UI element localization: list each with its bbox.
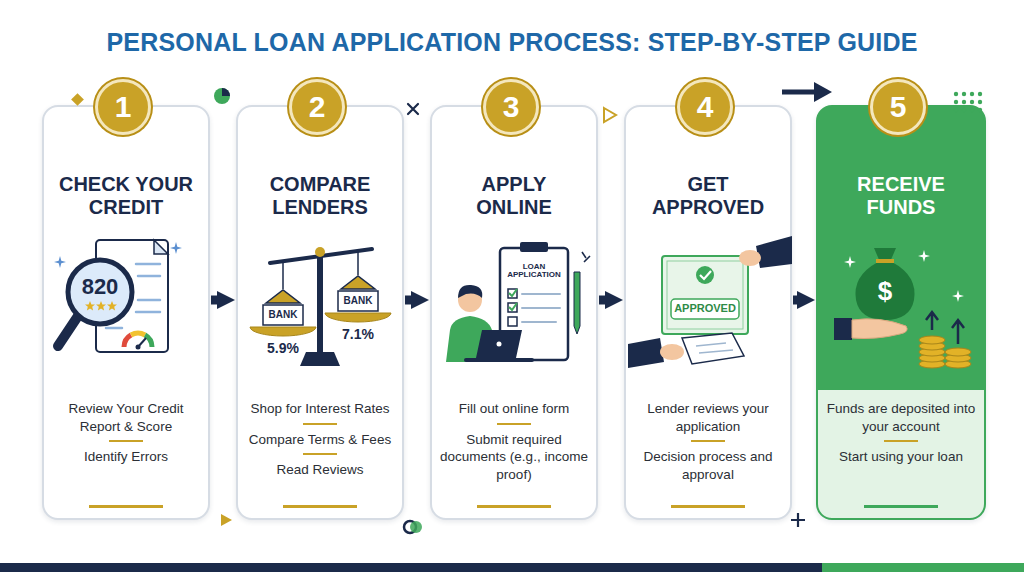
step-details: Review Your Credit Report & ScoreIdentif… (52, 400, 200, 466)
diagram-title: PERSONAL LOAN APPLICATION PROCESS: STEP-… (106, 28, 917, 57)
step-heading: RECEIVE FUNDS (832, 173, 970, 219)
step-card: 3APPLY ONLINEFill out online formSubmit … (430, 105, 598, 520)
step-details: Fill out online formSubmit required docu… (440, 400, 588, 483)
underline-bar (89, 505, 163, 508)
step-number: 1 (95, 79, 151, 135)
decoration (822, 563, 1024, 572)
step-number-text: 3 (503, 92, 520, 122)
step-heading: APPLY ONLINE (446, 173, 582, 219)
separator-rule (884, 440, 918, 442)
decoration (978, 100, 982, 104)
step-detail: Funds are deposited into your account (826, 400, 976, 435)
step-details: Lender reviews your applicationDecision … (634, 400, 782, 483)
decoration (970, 100, 974, 104)
step-heading: GET APPROVED (640, 173, 776, 219)
step-number-text: 2 (309, 92, 326, 122)
illustration-label: 820 (82, 275, 119, 298)
step-number: 3 (483, 79, 539, 135)
illustration-label: 7.1% (342, 327, 374, 342)
decoration (221, 514, 232, 526)
step-card: 2COMPARE LENDERSShop for Interest RatesC… (236, 105, 404, 520)
step-detail: Review Your Credit Report & Score (52, 400, 200, 435)
underline-bar (477, 505, 551, 508)
decoration (814, 82, 832, 102)
step-number: 2 (289, 79, 345, 135)
decoration (71, 93, 84, 106)
step-heading: CHECK YOUR CREDIT (58, 173, 194, 219)
step-arrow (211, 296, 225, 305)
illustration-label: 5.9% (267, 341, 299, 356)
decoration (978, 92, 982, 96)
step-details: Shop for Interest RatesCompare Terms & F… (246, 400, 394, 479)
step-arrow (405, 296, 419, 305)
decoration (222, 88, 230, 96)
decoration (962, 100, 966, 104)
illustration-label: APPROVED (674, 303, 736, 315)
illustration-label: $ (878, 278, 892, 305)
underline-bar (671, 505, 745, 508)
decoration (954, 92, 958, 96)
decoration (0, 82, 1024, 572)
step-detail: Compare Terms & Fees (246, 431, 394, 449)
step-detail: Decision process and approval (634, 448, 782, 483)
step-detail: Identify Errors (52, 448, 200, 466)
separator-rule (497, 423, 531, 425)
illustration-label: BANK (344, 296, 373, 307)
decoration (604, 108, 616, 122)
decoration (954, 100, 958, 104)
step-number-text: 1 (115, 92, 132, 122)
step-number: 4 (677, 79, 733, 135)
step-arrow (793, 296, 805, 305)
step-arrow (599, 296, 613, 305)
step-detail: Submit required documents (e.g., income … (440, 431, 588, 484)
step-card: 1CHECK YOUR CREDITReview Your Credit Rep… (42, 105, 210, 520)
separator-rule (303, 453, 337, 455)
illustration-label: BANK (269, 310, 298, 321)
decoration (962, 92, 966, 96)
step-details: Funds are deposited into your accountSta… (826, 400, 976, 466)
step-detail: Shop for Interest Rates (246, 400, 394, 418)
separator-rule (691, 440, 725, 442)
step-detail: Read Reviews (246, 461, 394, 479)
step-card: 5RECEIVE FUNDSFunds are deposited into y… (816, 105, 986, 520)
step-detail: Lender reviews your application (634, 400, 782, 435)
step-number: 5 (870, 79, 926, 135)
decoration (408, 104, 418, 114)
underline-bar (864, 505, 938, 508)
decoration (410, 521, 422, 533)
decoration (214, 88, 230, 104)
decoration (0, 563, 822, 572)
separator-rule (303, 423, 337, 425)
step-detail: Fill out online form (440, 400, 588, 418)
illustration-label: LOAN APPLICATION (506, 263, 562, 280)
decoration (791, 513, 805, 527)
step-heading: COMPARE LENDERS (252, 173, 388, 219)
underline-bar (283, 505, 357, 508)
step-detail: Start using your loan (826, 448, 976, 466)
decoration (404, 521, 416, 533)
decoration (970, 92, 974, 96)
separator-rule (109, 440, 143, 442)
decoration (782, 90, 816, 95)
step-number-text: 5 (890, 92, 907, 122)
step-number-text: 4 (697, 92, 714, 122)
